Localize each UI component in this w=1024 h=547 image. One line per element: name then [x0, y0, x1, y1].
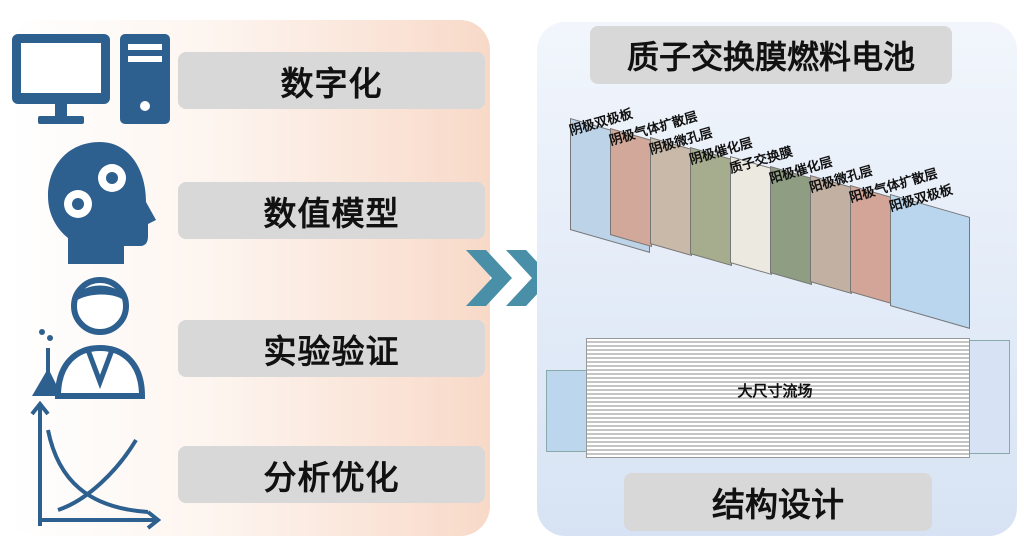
large-flow-field: [586, 338, 970, 458]
step-analysis-optimization: 分析优化: [178, 446, 485, 503]
scientist-icon: [32, 277, 146, 399]
structure-design-title: 结构设计: [624, 473, 932, 531]
layer-8: [890, 194, 970, 329]
fuel-cell-title: 质子交换膜燃料电池: [590, 26, 952, 84]
head-gears-icon: [48, 142, 156, 264]
computer-icon: [12, 34, 170, 124]
curve-graph-icon: [30, 400, 162, 530]
flow-field-inlet: [546, 370, 592, 452]
flow-field-outlet: [964, 340, 1010, 454]
step-numerical-model: 数值模型: [178, 182, 485, 239]
step-experimental-validation: 实验验证: [178, 320, 485, 377]
flow-field-label: 大尺寸流场: [737, 382, 813, 400]
step-digitization: 数字化: [178, 52, 485, 109]
